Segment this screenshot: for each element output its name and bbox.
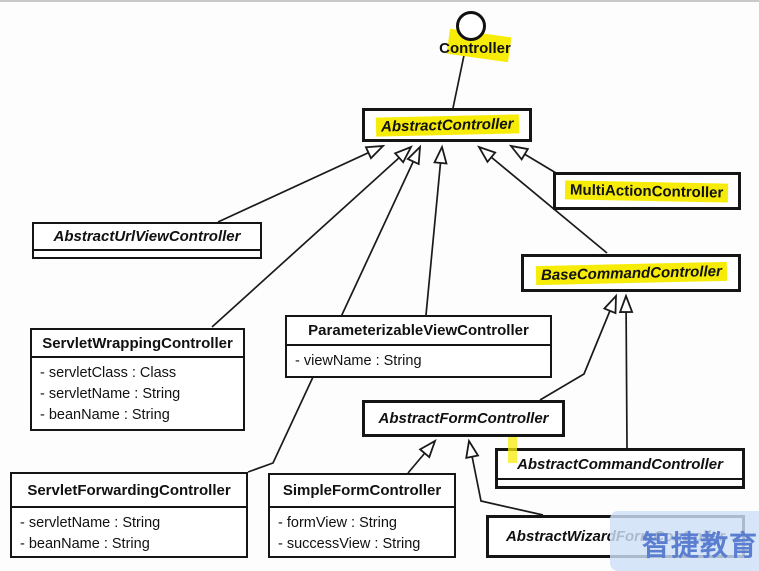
class-title: ParameterizableViewController [308,322,529,339]
class-title: MultiActionController [565,179,729,203]
class-abstract-url-view-controller: AbstractUrlViewController [32,222,262,259]
uml-connector-layer [211,40,634,516]
interface-lollipop-icon [456,11,486,41]
class-simple-form-controller: SimpleFormController - formView : String… [268,473,456,558]
class-title: BaseCommandController [535,261,727,285]
class-title: AbstractFormController [378,410,549,427]
edge-abstractform-generalization [539,293,617,401]
class-title: SimpleFormController [282,482,442,499]
class-abstract-controller: AbstractController [362,108,532,142]
class-attribute: - servletName : String [40,386,181,402]
class-abstract-form-controller: AbstractFormController [362,400,565,437]
edge-abstractcommand-generalization [618,293,634,449]
class-multi-action-controller: MultiActionController [553,172,741,210]
class-abstract-command-controller: AbstractCommandController [495,448,745,489]
class-base-command-controller: BaseCommandController [521,254,741,292]
class-parameterizable-view-controller: ParameterizableViewController - viewName… [285,315,552,378]
edge-servletforwarding-generalization [247,144,422,473]
watermark-text: 智捷教育 [642,530,759,561]
class-servlet-wrapping-controller: ServletWrappingController - servletClass… [30,328,245,431]
edge-servletwrapping-generalization [211,145,413,328]
class-attribute: - beanName : String [40,407,170,423]
class-title: AbstractController [375,113,519,137]
edge-basecommand-generalization [477,145,608,254]
class-attribute: - successView : String [278,536,421,552]
interface-controller-label: Controller [439,40,511,57]
class-attribute: - viewName : String [295,353,422,369]
highlight-smudge [508,437,517,463]
class-attribute: - servletClass : Class [40,365,177,381]
class-title: AbstractCommandController [517,456,723,473]
class-title: ServletWrappingController [42,334,233,352]
edge-parameterizableview-generalization [425,144,448,316]
window-top-edge [0,0,759,2]
class-attribute: - formView : String [278,515,397,531]
edge-abstractwizardform-generalization [465,438,544,516]
class-title: ServletForwardingController [27,481,231,499]
edge-abstracturlview-generalization [217,144,386,223]
edge-simpleform-generalization [407,439,437,474]
class-attribute: - servletName : String [20,515,161,531]
empty-attribute-compartment [498,480,742,515]
class-servlet-forwarding-controller: ServletForwardingController - servletNam… [10,472,248,558]
empty-attribute-compartment [34,251,260,284]
class-attribute: - beanName : String [20,536,150,552]
class-title: AbstractUrlViewController [53,228,241,245]
edge-multiaction-generalization [508,144,557,174]
